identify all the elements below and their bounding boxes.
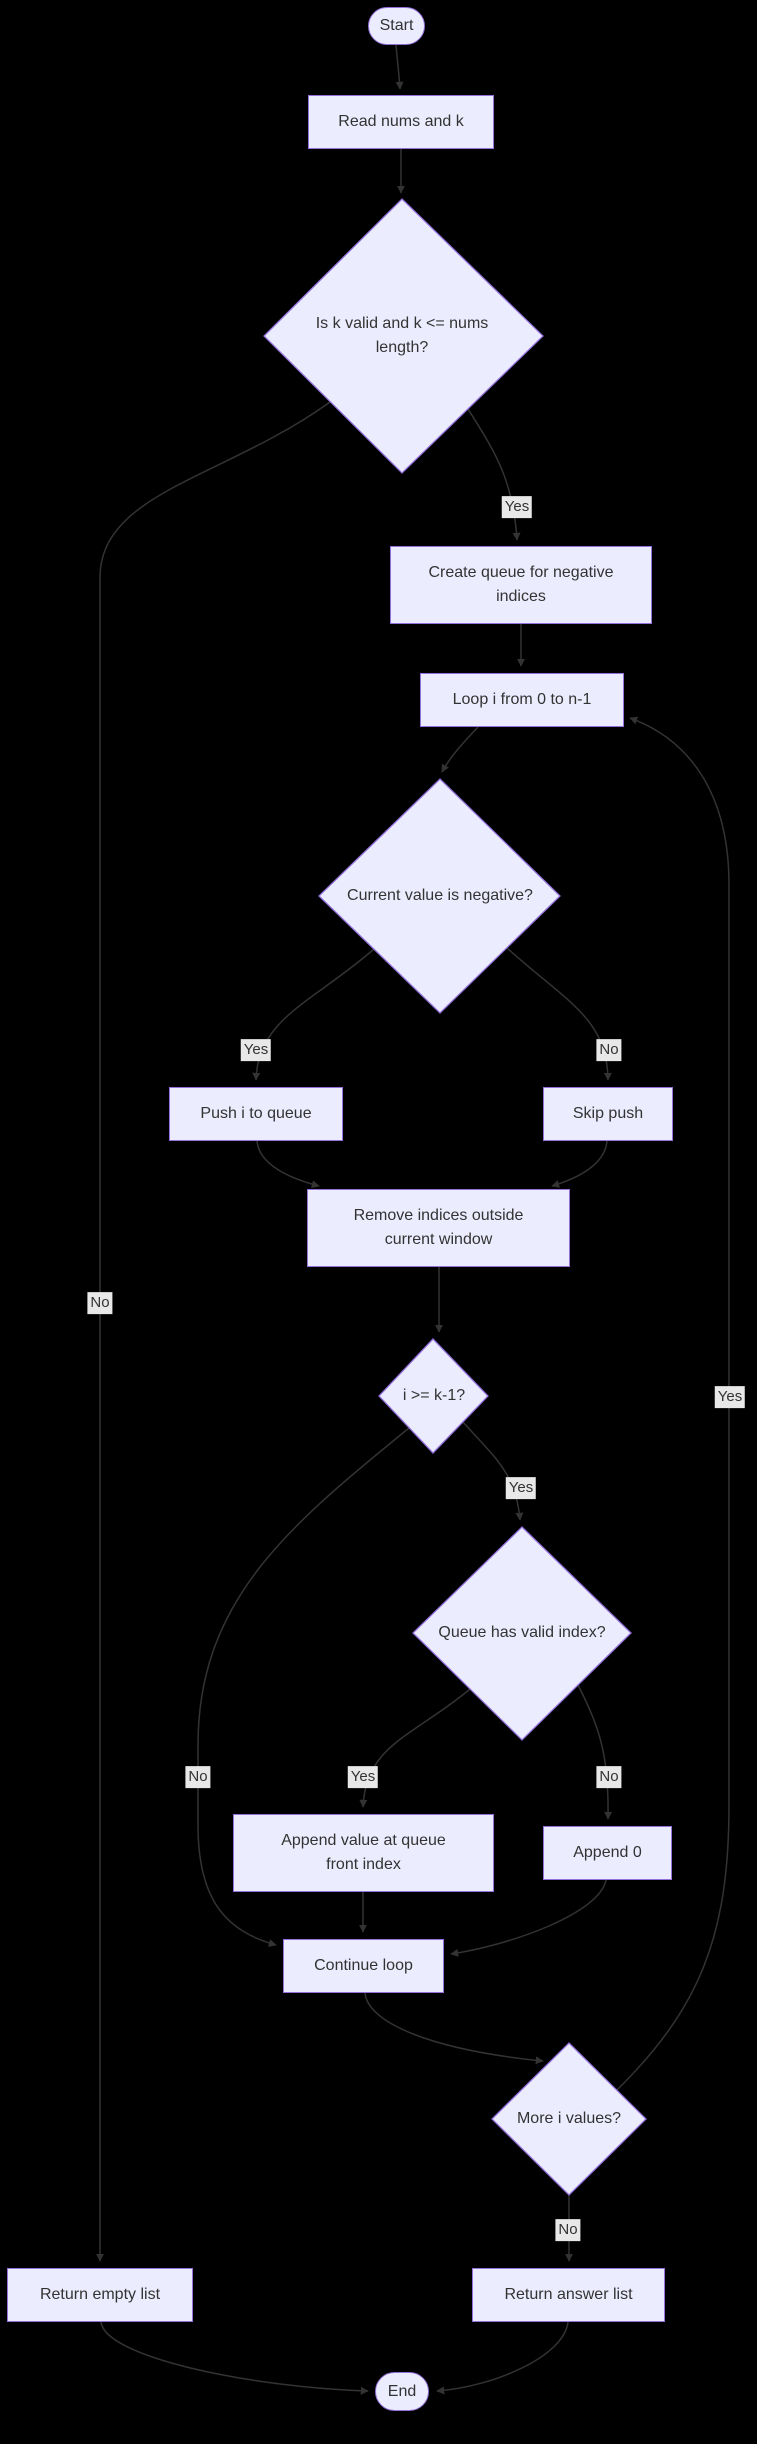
edge-append-zero-to-continue [450,1879,607,1957]
node-skip: Skip push [543,1087,673,1141]
decision-check-window-label: i >= k-1? [402,1387,466,1404]
node-append-zero: Append 0 [543,1826,672,1880]
node-create-queue: Create queue for negative indices [390,546,652,624]
edge-check-k-yes [467,408,521,541]
edge-label-k-valid-no: No [87,1292,113,1314]
decision-check-window-shape [378,1338,489,1454]
edge-continue-to-more [364,1992,544,2065]
edge-label-more-no: No [555,2219,581,2241]
edge-negative-yes [252,948,375,1081]
edge-skip-to-remove [551,1140,608,1188]
node-continue-loop: Continue loop [283,1939,444,1993]
node-remove-indices: Remove indices outside current window [307,1189,570,1267]
node-return-answer: Return answer list [472,2268,665,2322]
edge-more-yes-loopback [616,716,730,2091]
edge-label-window-yes: Yes [505,1477,537,1499]
edge-window-yes [462,1421,524,1521]
node-start: Start [368,7,425,45]
decision-check-k-shape [263,198,544,474]
edge-label-negative-no: No [596,1039,622,1061]
decision-check-k-label: Is k valid and k <= nums length? [315,315,489,356]
edge-check-k-no [96,401,331,2262]
edge-queue-yes [359,1688,471,1808]
edge-label-negative-yes: Yes [240,1039,272,1061]
edge-return-empty-to-end [100,2321,369,2395]
decision-more-values-shape [491,2042,647,2196]
edge-queue-no [577,1684,613,1820]
node-append-value: Append value at queue front index [233,1814,494,1892]
edge-label-window-no: No [185,1766,211,1788]
edge-push-to-remove [256,1140,320,1189]
edge-window-no [197,1427,410,1947]
node-loop: Loop i from 0 to n-1 [420,673,624,727]
edge-label-queue-yes: Yes [347,1766,379,1788]
decision-check-negative-label: Current value is negative? [347,887,533,904]
decision-check-queue-label: Queue has valid index? [438,1624,606,1641]
node-push: Push i to queue [169,1087,343,1141]
edge-label-queue-no: No [596,1766,622,1788]
edge-loop-to-check-negative [441,726,479,773]
node-return-empty: Return empty list [7,2268,193,2322]
edge-negative-no [506,947,612,1081]
decision-more-values-label: More i values? [516,2110,622,2127]
decision-check-queue-shape [412,1526,632,1741]
edge-label-more-yes: Yes [714,1386,746,1408]
edge-label-k-valid-yes: Yes [501,496,533,518]
node-end: End [375,2372,429,2411]
edge-start-to-read [395,44,404,90]
decision-check-negative-shape [318,778,561,1014]
edge-return-answer-to-end [436,2321,569,2395]
node-read-input: Read nums and k [308,95,494,149]
